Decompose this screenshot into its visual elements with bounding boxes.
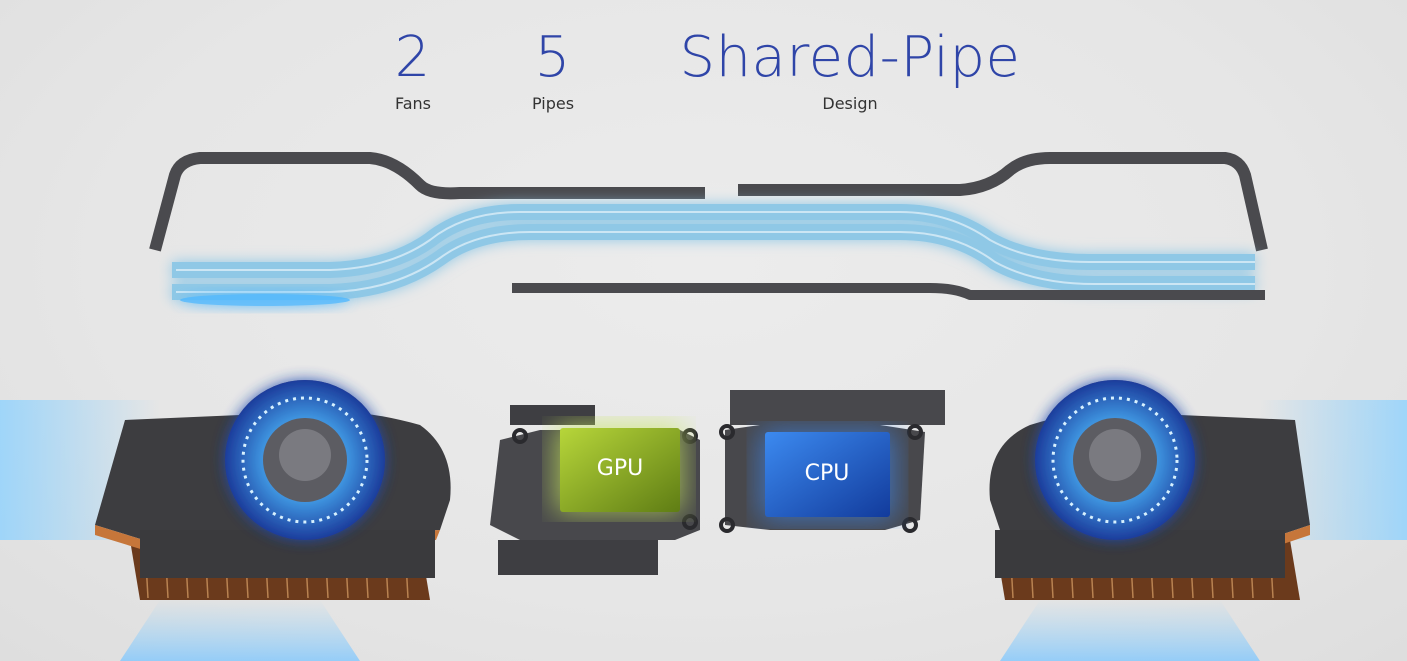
gpu-chip-label: GPU: [597, 456, 643, 481]
stat-pipes-value: 5: [534, 25, 572, 90]
cpu-module: CPU: [719, 390, 945, 533]
stat-fans: 2 Fans: [373, 25, 453, 114]
stat-pipes-label: Pipes: [531, 94, 575, 113]
stat-fans-value: 2: [394, 25, 432, 90]
stat-design: Shared-Pipe Design: [660, 25, 1040, 114]
stat-design-label: Design: [822, 94, 878, 113]
stat-pipes: 5 Pipes: [513, 25, 593, 114]
left-fan-module: [95, 380, 451, 600]
stat-design-value: Shared-Pipe: [679, 25, 1021, 90]
gpu-module: GPU: [490, 405, 700, 575]
stat-fans-label: Fans: [394, 94, 431, 113]
right-fan-module: [989, 380, 1310, 600]
cpu-chip-label: CPU: [805, 461, 850, 486]
heat-pipes: [149, 152, 1268, 306]
